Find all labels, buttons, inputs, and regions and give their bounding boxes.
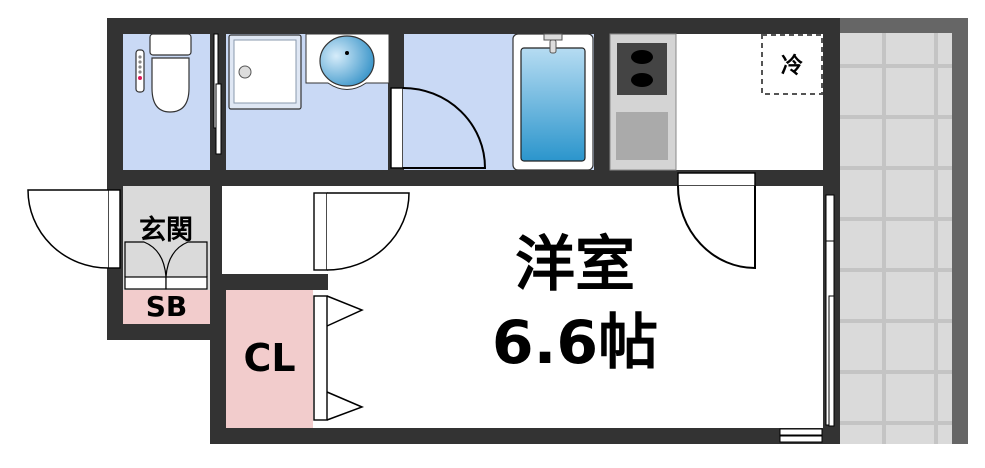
- shoe-box: [123, 290, 210, 324]
- stove-icon: [609, 33, 677, 171]
- shower-pan-icon: [228, 34, 302, 110]
- entry-door: [27, 189, 121, 269]
- western-room-name: 洋室: [515, 230, 635, 300]
- entrance-label: 玄関: [139, 215, 193, 246]
- closet: [226, 290, 313, 428]
- wall-sb-bottom: [107, 324, 226, 340]
- bathroom-door: [390, 87, 487, 169]
- bottom-window: [779, 428, 823, 443]
- balcony-window: [825, 194, 835, 427]
- shoe-box-label: SB: [145, 290, 188, 323]
- refrigerator-space: [761, 34, 823, 95]
- wall-cl-top: [210, 274, 328, 290]
- toilet-icon: [135, 33, 192, 113]
- closet-label: CL: [243, 336, 296, 380]
- wall-top: [107, 18, 840, 34]
- refrigerator-label: 冷: [780, 54, 803, 79]
- wall-bottom: [210, 428, 840, 444]
- bathtub-icon: [512, 33, 594, 171]
- kitchen-door: [677, 172, 756, 270]
- closet-doors: [313, 295, 365, 421]
- shoe-box-doors: [124, 241, 208, 290]
- wall-kitchen-divider: [594, 18, 610, 186]
- hallway: [222, 186, 328, 274]
- room-door: [313, 192, 410, 271]
- western-room-size: 6.6帖: [491, 308, 659, 378]
- wash-basin-icon: [305, 33, 390, 90]
- balcony-floor: [840, 33, 952, 444]
- wall-cl-left: [210, 274, 226, 444]
- wall-hall-divider: [210, 170, 222, 290]
- wall-mid-horizontal: [107, 170, 840, 186]
